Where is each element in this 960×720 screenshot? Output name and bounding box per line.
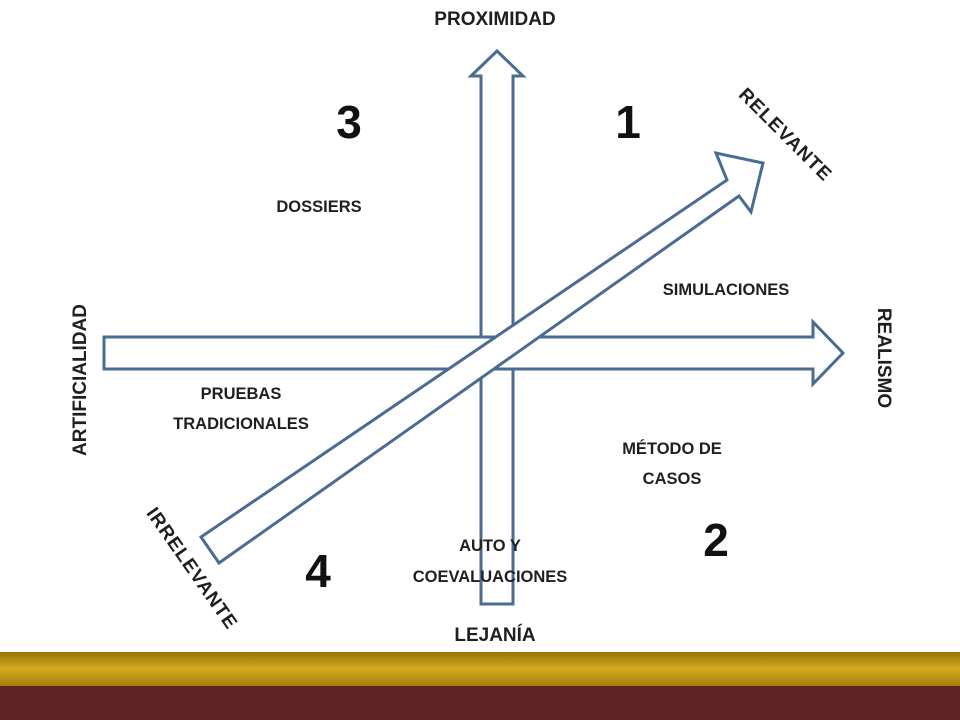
vertical-arrow <box>467 48 527 606</box>
item-metodo-line2: CASOS <box>643 470 702 488</box>
quadrant-number-2: 2 <box>703 514 729 566</box>
item-pruebas-line1: PRUEBAS <box>201 385 282 403</box>
item-metodo-line1: MÉTODO DE <box>622 439 722 458</box>
quadrant-number-1: 1 <box>615 96 641 148</box>
item-dossiers: DOSSIERS <box>276 198 361 216</box>
axis-label-top: PROXIMIDAD <box>434 9 555 30</box>
quadrant-number-4: 4 <box>305 545 331 597</box>
axis-label-left: ARTIFICIALIDAD <box>70 304 91 456</box>
axis-label-bottom: LEJANÍA <box>454 624 536 646</box>
item-auto-line1: AUTO Y <box>459 537 521 555</box>
footer-band-maroon <box>0 686 960 720</box>
item-simulaciones: SIMULACIONES <box>663 281 790 299</box>
item-pruebas-line2: TRADICIONALES <box>173 415 309 433</box>
quadrant-number-3: 3 <box>336 96 362 148</box>
item-auto-line2: COEVALUACIONES <box>413 568 568 586</box>
diagonal-arrow <box>198 150 765 566</box>
footer-band-gold <box>0 652 960 686</box>
axis-label-right: REALISMO <box>873 308 894 408</box>
